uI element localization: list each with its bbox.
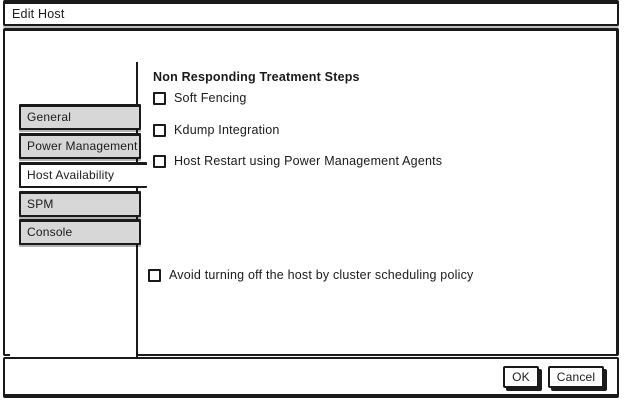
checkbox-label: Host Restart using Power Management Agen… [174,154,443,168]
tab-label: Console [27,225,73,239]
tab-console[interactable]: Console [19,219,141,245]
tab-label: SPM [27,197,54,211]
tab-label: Host Availability [27,168,115,182]
dialog-titlebar: Edit Host [3,0,619,26]
tab-label: Power Management [27,139,138,153]
checkbox-row-soft-fencing: Soft Fencing [153,91,247,105]
tab-strip: General Power Management Host Availabili… [10,62,147,384]
checkbox-row-avoid-turning-off: Avoid turning off the host by cluster sc… [148,268,473,282]
tab-host-availability[interactable]: Host Availability [19,162,147,188]
checkbox-row-kdump-integration: Kdump Integration [153,123,280,137]
tab-general[interactable]: General [19,104,141,130]
checkbox-label: Kdump Integration [174,123,280,137]
tab-power-management[interactable]: Power Management [19,133,141,159]
checkbox-label: Soft Fencing [174,91,247,105]
tab-label: General [27,110,72,124]
cancel-button[interactable]: Cancel [548,365,604,388]
dialog-footer: OK Cancel [3,357,619,398]
avoid-turning-off-checkbox[interactable] [148,268,161,282]
host-restart-checkbox[interactable] [153,154,166,168]
dialog-title: Edit Host [12,7,65,21]
section-title: Non Responding Treatment Steps [153,70,360,84]
kdump-integration-checkbox[interactable] [153,123,166,137]
tab-spm[interactable]: SPM [19,191,141,217]
checkbox-row-host-restart: Host Restart using Power Management Agen… [153,154,442,168]
checkbox-label: Avoid turning off the host by cluster sc… [169,268,474,282]
ok-button[interactable]: OK [503,365,539,388]
dialog-body: General Power Management Host Availabili… [3,28,619,384]
soft-fencing-checkbox[interactable] [153,91,166,105]
